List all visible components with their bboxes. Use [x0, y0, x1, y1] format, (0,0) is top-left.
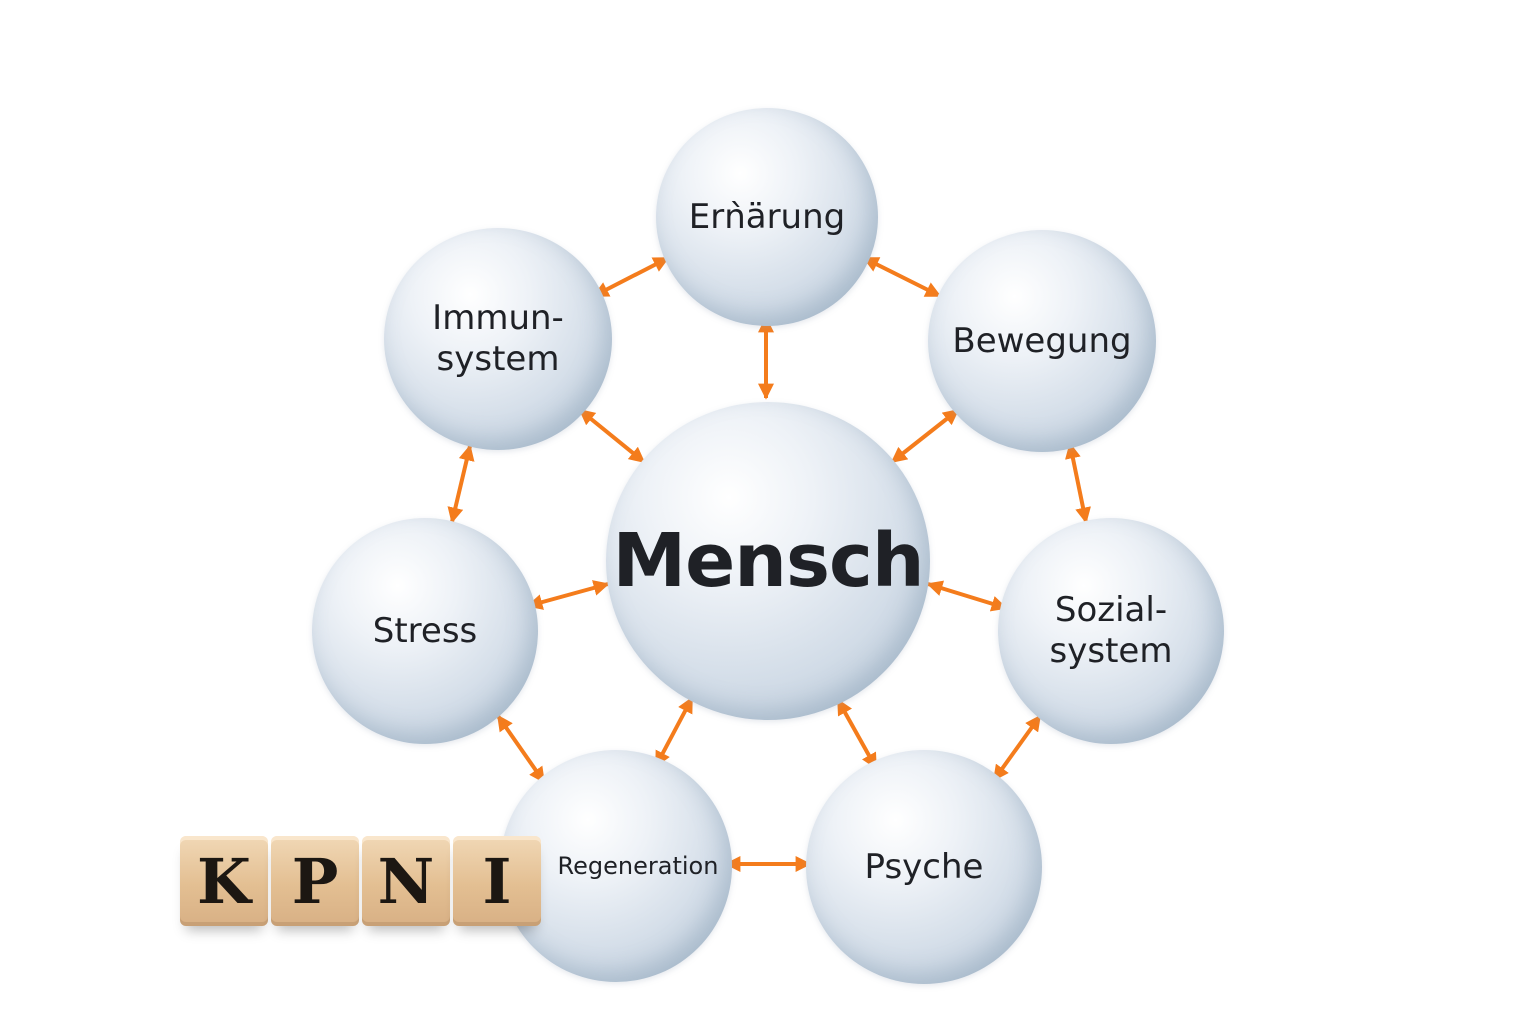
- node-regeneration-label: Regeneration: [558, 852, 719, 881]
- arrow-sozialsystem-psyche: [994, 716, 1040, 780]
- arrow-regeneration-stress: [498, 716, 544, 782]
- node-ernaehrung: Erǹärung: [656, 108, 878, 326]
- arrow-bewegung-sozialsystem: [1070, 444, 1086, 522]
- arrow-immunsystem-ernaehrung: [594, 258, 668, 296]
- arrow-bewegung-mensch: [892, 410, 958, 462]
- node-sozialsystem: Sozial- system: [998, 518, 1224, 744]
- arrow-stress-immunsystem: [452, 446, 470, 522]
- block-n: N: [362, 836, 450, 926]
- kpni-wooden-blocks: K P N I: [180, 826, 550, 926]
- node-stress: Stress: [312, 518, 538, 744]
- node-ernaehrung-label: Erǹärung: [689, 197, 846, 238]
- node-mensch-label: Mensch: [612, 517, 923, 606]
- node-psyche: Psyche: [806, 750, 1042, 984]
- block-i: I: [453, 836, 541, 926]
- block-k: K: [180, 836, 268, 926]
- block-p: P: [271, 836, 359, 926]
- node-stress-label: Stress: [373, 611, 478, 652]
- node-mensch: Mensch: [606, 402, 930, 720]
- arrow-immunsystem-mensch: [580, 410, 644, 462]
- arrow-ernaehrung-bewegung: [864, 258, 940, 296]
- arrow-sozialsystem-mensch: [928, 584, 1006, 608]
- node-immunsystem-label: Immun- system: [432, 298, 564, 380]
- arrow-psyche-mensch: [838, 700, 876, 768]
- node-bewegung: Bewegung: [928, 230, 1156, 452]
- node-psyche-label: Psyche: [865, 847, 984, 888]
- arrow-stress-mensch: [528, 584, 608, 606]
- node-sozialsystem-label: Sozial- system: [1050, 590, 1173, 672]
- node-immunsystem: Immun- system: [384, 228, 612, 450]
- arrow-regeneration-mensch: [656, 698, 692, 766]
- node-bewegung-label: Bewegung: [952, 321, 1131, 362]
